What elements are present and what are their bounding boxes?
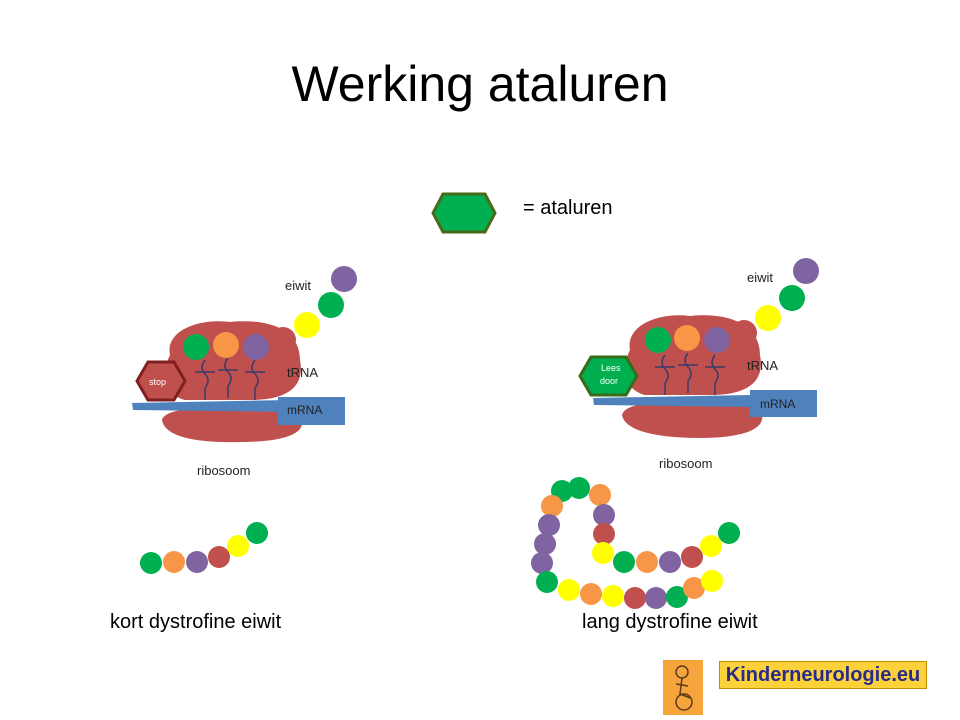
right-eiwit-bead xyxy=(674,325,700,351)
long-protein-bead xyxy=(558,579,580,601)
right-trna-label: tRNA xyxy=(747,358,778,373)
right-eiwit-chain xyxy=(645,258,819,353)
long-protein-bead xyxy=(700,535,722,557)
long-protein-bead xyxy=(624,587,646,609)
page-title: Werking ataluren xyxy=(291,56,669,112)
left-ribosome-small xyxy=(162,407,303,443)
left-short-protein xyxy=(140,522,268,574)
long-protein-bead xyxy=(593,504,615,526)
right-mrna-strand xyxy=(593,395,750,407)
long-protein-bead xyxy=(580,583,602,605)
left-mrna-strand xyxy=(132,400,290,412)
long-protein-bead xyxy=(538,514,560,536)
long-protein-bead xyxy=(681,546,703,568)
long-protein-bead xyxy=(536,571,558,593)
left-trna-label: tRNA xyxy=(287,365,318,380)
left-mrna-box xyxy=(278,397,345,425)
long-protein-bead xyxy=(589,484,611,506)
long-protein-bead xyxy=(701,570,723,592)
short-protein-bead xyxy=(186,551,208,573)
short-protein-bead xyxy=(246,522,268,544)
right-lees-label: Lees xyxy=(601,363,621,373)
left-eiwit-label: eiwit xyxy=(285,278,311,293)
short-protein-bead xyxy=(227,535,249,557)
long-protein-bead xyxy=(666,586,688,608)
left-caption: kort dystrofine eiwit xyxy=(110,611,282,633)
left-trna-group xyxy=(195,357,265,400)
right-door-label: door xyxy=(600,376,618,386)
left-eiwit-chain xyxy=(183,266,357,360)
right-mrna-label: mRNA xyxy=(760,397,795,411)
long-protein-bead xyxy=(592,542,614,564)
left-eiwit-bead xyxy=(331,266,357,292)
right-eiwit-bead xyxy=(755,305,781,331)
long-protein-bead xyxy=(613,551,635,573)
left-stop-label: stop xyxy=(149,377,166,387)
long-protein-bead xyxy=(534,533,556,555)
right-mrna-box xyxy=(750,390,817,417)
right-eiwit-label: eiwit xyxy=(747,270,773,285)
left-eiwit-bead xyxy=(183,334,209,360)
right-long-protein xyxy=(531,477,740,609)
short-protein-bead xyxy=(208,546,230,568)
long-protein-bead xyxy=(659,551,681,573)
right-ribosome-small xyxy=(622,402,763,438)
long-protein-bead xyxy=(645,587,667,609)
legend-text: = ataluren xyxy=(523,197,613,219)
right-eiwit-bead xyxy=(645,327,671,353)
right-caption: lang dystrofine eiwit xyxy=(582,611,758,633)
logo-text: Kinderneurologie.eu xyxy=(719,661,927,689)
ataluren-legend-hexagon xyxy=(431,192,497,234)
right-eiwit-bead xyxy=(704,327,730,353)
long-protein-bead xyxy=(602,585,624,607)
left-eiwit-bead xyxy=(318,292,344,318)
left-stop-hexagon xyxy=(135,360,187,402)
long-protein-bead xyxy=(593,523,615,545)
long-protein-bead xyxy=(718,522,740,544)
long-protein-bead xyxy=(683,577,705,599)
long-protein-bead xyxy=(568,477,590,499)
long-protein-bead xyxy=(531,552,553,574)
left-eiwit-bead xyxy=(213,332,239,358)
right-ribosome-label: ribosoom xyxy=(659,456,712,471)
long-protein-bead xyxy=(541,495,563,517)
wheelchair-child-icon xyxy=(663,660,703,715)
right-eiwit-bead xyxy=(793,258,819,284)
left-eiwit-bead xyxy=(270,327,296,353)
left-eiwit-bead xyxy=(243,334,269,360)
right-eiwit-bead xyxy=(779,285,805,311)
right-trna-group xyxy=(655,352,725,395)
left-eiwit-bead xyxy=(294,312,320,338)
long-protein-bead xyxy=(636,551,658,573)
right-leesdoor-hexagon xyxy=(578,355,639,397)
left-ribosome-label: ribosoom xyxy=(197,463,250,478)
short-protein-bead xyxy=(140,552,162,574)
left-mrna-label: mRNA xyxy=(287,403,322,417)
right-eiwit-bead xyxy=(731,320,757,346)
short-protein-bead xyxy=(163,551,185,573)
